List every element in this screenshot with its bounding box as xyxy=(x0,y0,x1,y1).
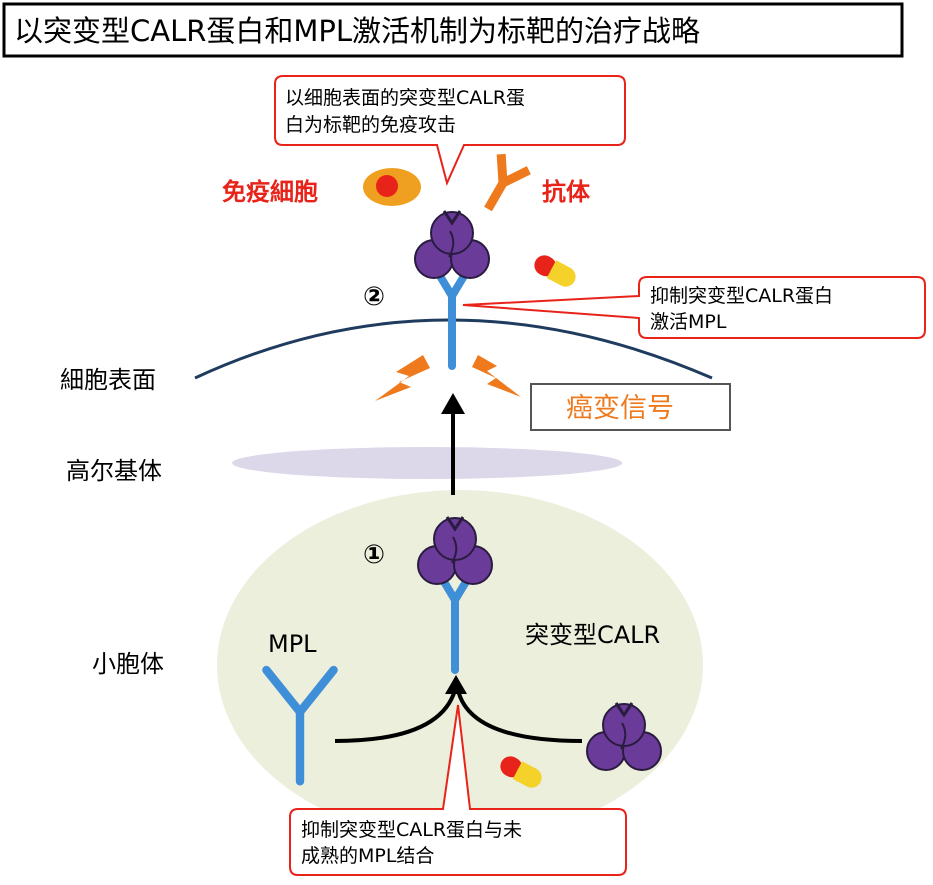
callout-immune-attack-box xyxy=(274,75,626,186)
title-box xyxy=(2,2,904,58)
mutant-calr-label: 突变型CALR xyxy=(525,621,660,649)
cancer-signal-label: 癌变信号 xyxy=(566,393,674,424)
er-label: 小胞体 xyxy=(92,650,164,678)
merge-arrow-head xyxy=(445,675,467,694)
immune-cell-nucleus-icon xyxy=(376,175,398,197)
step1-number: ① xyxy=(363,540,385,570)
er-body xyxy=(217,490,703,840)
calr-merge-arrow xyxy=(456,689,583,743)
surface-mpl-receptor xyxy=(434,266,470,366)
golgi-label: 高尔基体 xyxy=(66,457,162,485)
callout-inhibit-activation-line1: 抑制突变型CALR蛋白 xyxy=(650,285,833,307)
signal-bolt-right xyxy=(472,355,521,397)
callout-inhibit-binding-box xyxy=(289,704,627,876)
surface-calr-on-mpl xyxy=(413,209,491,280)
callout-inhibit-activation-line2: 激活MPL xyxy=(650,311,727,333)
mpl-merge-arrow xyxy=(334,689,457,743)
antibody-label: 抗体 xyxy=(542,178,591,206)
golgi-body xyxy=(232,447,622,479)
signal-bolt-left xyxy=(375,355,430,401)
callout-inhibit-activation-box xyxy=(462,276,926,339)
cancer-signal-box xyxy=(530,383,731,431)
capsule-icon-upper xyxy=(534,255,576,287)
immune-cell-label: 免疫細胞 xyxy=(222,178,318,206)
transport-arrow-head xyxy=(441,393,465,414)
step2-number: ② xyxy=(363,282,385,312)
callout-inhibit-binding-line1: 抑制突变型CALR蛋白与未 xyxy=(301,819,522,841)
free-mpl xyxy=(262,665,338,786)
page-title: 以突变型CALR蛋白和MPL激活机制为标靶的治疗战略 xyxy=(14,14,700,48)
antibody-icon xyxy=(484,153,531,212)
cell-surface-label: 細胞表面 xyxy=(60,366,156,394)
capsule-icon-lower xyxy=(500,756,542,788)
mpl-label: MPL xyxy=(268,630,317,658)
callout-immune-attack-line2: 白为标靶的免疫攻击 xyxy=(285,114,456,136)
callout-inhibit-binding-line2: 成熟的MPL结合 xyxy=(301,845,434,867)
callout-immune-attack-line1: 以细胞表面的突变型CALR蛋 xyxy=(285,87,525,109)
